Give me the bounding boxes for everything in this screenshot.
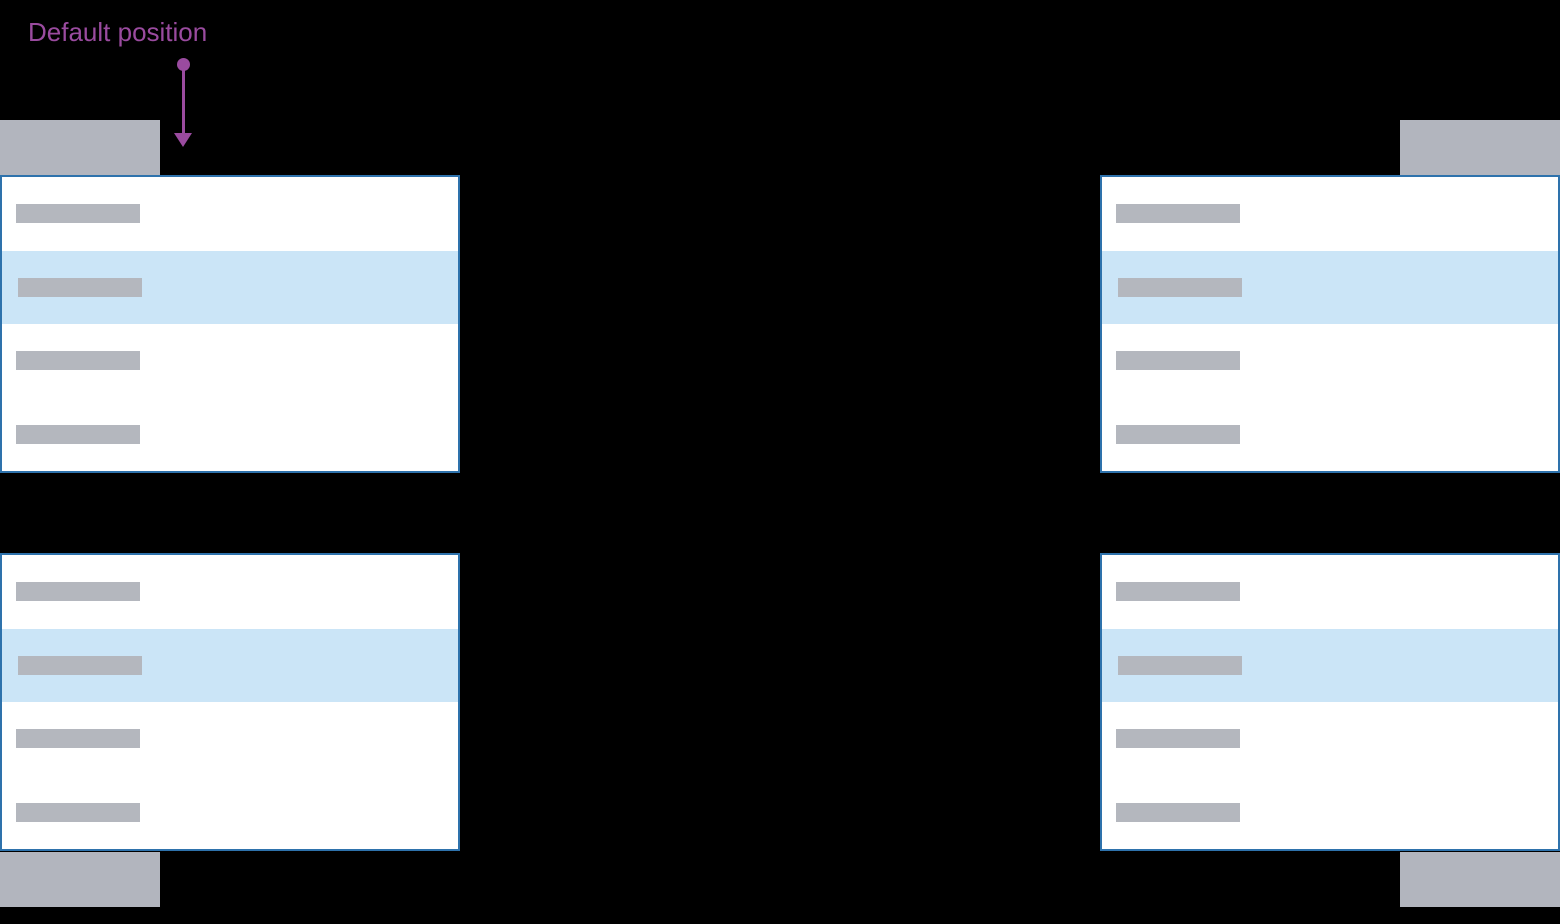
- annotation-arrow-down-icon: [174, 133, 192, 147]
- annotation-arrow-start-dot: [177, 58, 190, 71]
- menu-item[interactable]: [1102, 177, 1558, 251]
- menu-item[interactable]: [1102, 324, 1558, 398]
- menu-item-placeholder: [16, 351, 140, 371]
- trigger-bottom-right[interactable]: [1400, 852, 1560, 907]
- menu-item-placeholder: [16, 204, 140, 224]
- menu-item[interactable]: [2, 324, 458, 398]
- trigger-top-right[interactable]: [1400, 120, 1560, 175]
- menu-item-placeholder: [1116, 729, 1240, 749]
- menu-item[interactable]: [2, 776, 458, 850]
- menu-item[interactable]: [1102, 702, 1558, 776]
- menu-item-highlighted[interactable]: [1102, 250, 1558, 324]
- menu-item-placeholder: [1116, 582, 1240, 602]
- menu-item-placeholder: [1116, 204, 1240, 224]
- trigger-top-left[interactable]: [0, 120, 160, 175]
- dropdown-menu-top-left: [0, 175, 460, 473]
- menu-item-placeholder: [1116, 424, 1240, 444]
- menu-item[interactable]: [1102, 555, 1558, 629]
- menu-item-placeholder: [16, 729, 140, 749]
- menu-item-placeholder: [1118, 277, 1242, 297]
- menu-item-highlighted[interactable]: [1102, 628, 1558, 702]
- dropdown-menu-bottom-right: [1100, 553, 1560, 851]
- menu-item-placeholder: [1118, 655, 1242, 675]
- menu-item-placeholder: [16, 582, 140, 602]
- menu-item-placeholder: [1116, 351, 1240, 371]
- menu-item-placeholder: [18, 277, 142, 297]
- menu-item[interactable]: [2, 702, 458, 776]
- menu-item[interactable]: [2, 555, 458, 629]
- annotation-label: Default position: [28, 17, 208, 47]
- menu-item[interactable]: [2, 177, 458, 251]
- dropdown-menu-bottom-left: [0, 553, 460, 851]
- menu-item-placeholder: [16, 424, 140, 444]
- menu-item-highlighted[interactable]: [2, 628, 458, 702]
- menu-item[interactable]: [1102, 776, 1558, 850]
- menu-item[interactable]: [1102, 398, 1558, 472]
- menu-item-highlighted[interactable]: [2, 250, 458, 324]
- dropdown-menu-top-right: [1100, 175, 1560, 473]
- annotation-arrow-line: [182, 66, 185, 135]
- menu-item-placeholder: [18, 655, 142, 675]
- trigger-bottom-left[interactable]: [0, 852, 160, 907]
- menu-item-placeholder: [1116, 802, 1240, 822]
- menu-item-placeholder: [16, 802, 140, 822]
- menu-item[interactable]: [2, 398, 458, 472]
